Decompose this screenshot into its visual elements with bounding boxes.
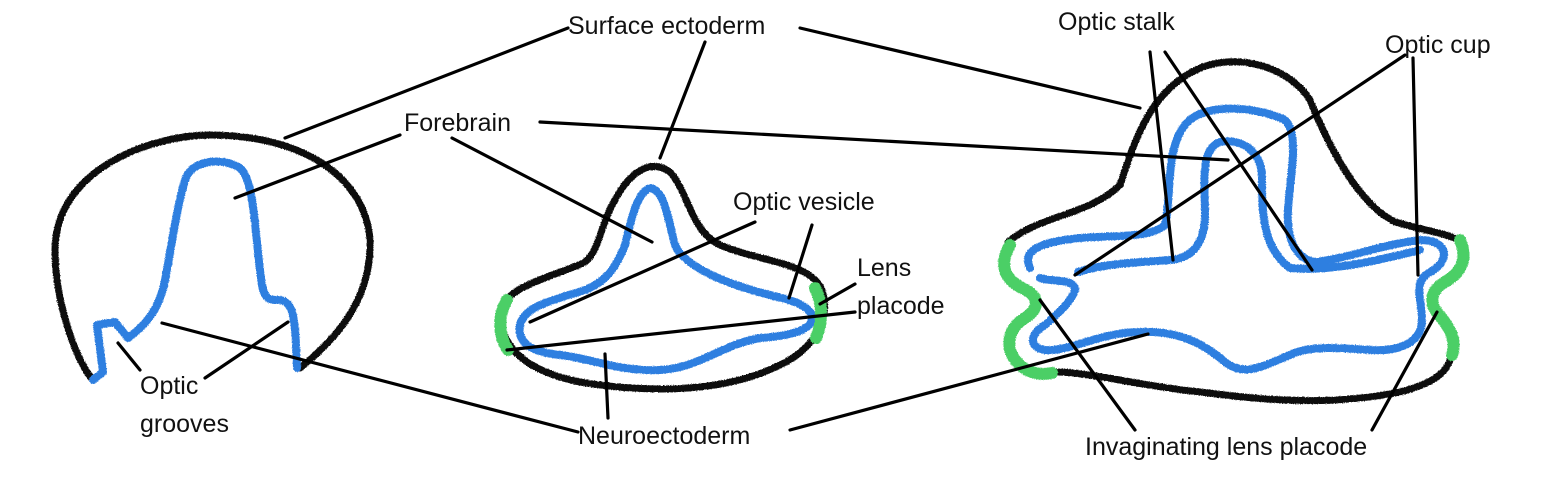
label-optic-grooves-line2: grooves	[140, 410, 229, 438]
stage2-neuroectoderm-outline	[515, 184, 817, 375]
stage3-neuroectoderm-inner	[1074, 137, 1424, 276]
stage2-lens-placode-left	[494, 294, 514, 356]
label-optic-vesicle: Optic vesicle	[733, 188, 875, 216]
label-optic-stalk: Optic stalk	[1058, 8, 1175, 36]
leader-forebrain-stage1	[233, 133, 402, 200]
stage3-invaginating-placode-right	[1426, 234, 1470, 361]
leader-optic-vesicle-left	[528, 220, 757, 324]
stage-optic-grooves	[51, 131, 374, 384]
label-forebrain: Forebrain	[404, 109, 511, 137]
leader-optic-grooves-right	[203, 320, 290, 380]
leader-neuroectoderm-stage3	[788, 332, 1150, 432]
label-invaginating-lens-placode: Invaginating lens placode	[1085, 433, 1367, 461]
leader-optic-grooves-left	[116, 341, 142, 372]
leader-forebrain-stage2	[450, 136, 654, 244]
leader-optic-stalk-left	[1148, 50, 1175, 262]
stage2-surface-ectoderm-outline	[496, 163, 829, 393]
stage1-neuroectoderm-outline	[89, 157, 301, 384]
leader-lines	[116, 26, 1439, 434]
leader-surface-ectoderm-stage2	[658, 40, 707, 160]
leader-surface-ectoderm-stage3	[798, 26, 1142, 110]
leader-optic-vesicle-right	[787, 223, 814, 300]
label-neuroectoderm: Neuroectoderm	[578, 422, 750, 450]
label-lens-placode-line1: Lens	[857, 254, 911, 282]
leader-invaginating-placode-left	[1038, 298, 1137, 432]
stage2-lens-placode-right	[809, 282, 828, 344]
leader-optic-cup-left	[1073, 53, 1407, 277]
leader-invaginating-placode-right	[1370, 310, 1439, 432]
stage3-surface-ectoderm-outline	[1004, 58, 1466, 405]
label-surface-ectoderm: Surface ectoderm	[568, 12, 765, 40]
label-optic-cup: Optic cup	[1385, 31, 1491, 59]
stage-optic-vesicle	[494, 163, 829, 393]
stage1-surface-ectoderm-outline	[51, 131, 374, 384]
leader-forebrain-stage3	[538, 120, 1230, 162]
label-lens-placode-line2: placode	[857, 292, 945, 320]
leader-surface-ectoderm-stage1	[283, 26, 570, 140]
label-optic-grooves-line1: Optic	[140, 372, 198, 400]
leader-lens-placode-right	[818, 282, 857, 306]
labels: Surface ectoderm Forebrain Optic grooves…	[140, 8, 1491, 461]
leader-optic-cup-right	[1411, 56, 1420, 277]
leader-lens-placode-left	[505, 310, 857, 352]
leader-neuroectoderm-stage2	[603, 352, 610, 420]
leader-optic-stalk-right	[1163, 50, 1314, 272]
stage3-neuroectoderm-outer	[1024, 104, 1448, 374]
leader-neuroectoderm-stage1	[160, 321, 580, 434]
stage3-invaginating-placode-left	[998, 239, 1058, 380]
stage-optic-cup	[998, 58, 1470, 405]
